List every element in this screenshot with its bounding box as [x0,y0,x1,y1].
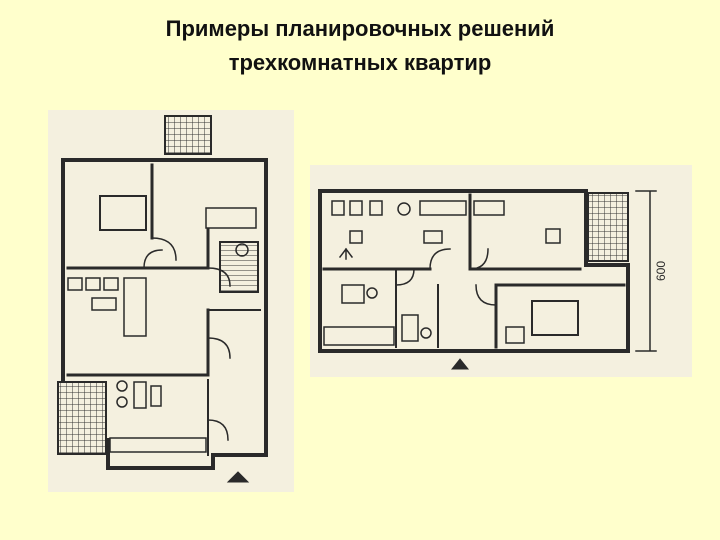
plant-icon [338,247,354,260]
door-swing [207,337,231,359]
desk [473,200,505,216]
door-swing [207,267,231,287]
dining-table [341,284,365,304]
floor-plan-left [48,110,294,492]
door-swing [395,268,415,286]
door-swing [429,248,451,270]
bathtub [401,314,419,342]
floor-plan-right: 600 [310,165,692,377]
shelf [419,200,467,216]
sofa [123,277,147,337]
chair [67,277,83,291]
chair-icon [116,396,128,408]
bed [531,300,579,336]
entrance-arrow-icon [450,358,470,370]
door-swing [207,419,229,441]
dining-table [133,381,147,409]
bed [99,195,147,231]
chair-icon [116,380,128,392]
door-swing [469,248,489,270]
chair [103,277,119,291]
door-swing [143,249,163,269]
nightstand [505,326,525,344]
balcony-tiles [587,192,629,262]
armchair [423,230,443,244]
cabinet [150,385,162,407]
floor-plan-right-drawing: 600 [310,165,692,377]
chair [331,200,345,216]
kitchen-counter [323,326,395,346]
sink-icon [235,243,249,257]
toilet-icon [420,327,432,339]
floor-plan-left-drawing [48,110,294,492]
stool [349,230,363,244]
coffee-table [91,297,117,311]
cabinet [545,228,561,244]
entrance-arrow-icon [226,471,250,483]
dimension-label: 600 [654,261,668,281]
chair [85,277,101,291]
outer-wall [318,189,630,353]
dimension-line [635,190,657,352]
chair [369,200,383,216]
loggia-tiles [57,381,107,455]
title-line-1: Примеры планировочных решений [165,16,555,41]
balcony-tiles [164,115,212,155]
door-swing [475,284,497,306]
chair [349,200,363,216]
door-swing [151,237,177,261]
wardrobe [205,207,257,229]
round-table-icon [397,202,411,216]
slide-title: Примеры планировочных решений трехкомнат… [0,12,720,80]
chair-icon [366,287,378,299]
kitchen-counter [109,437,207,453]
bathroom [219,241,259,293]
title-line-2: трехкомнатных квартир [228,50,492,75]
